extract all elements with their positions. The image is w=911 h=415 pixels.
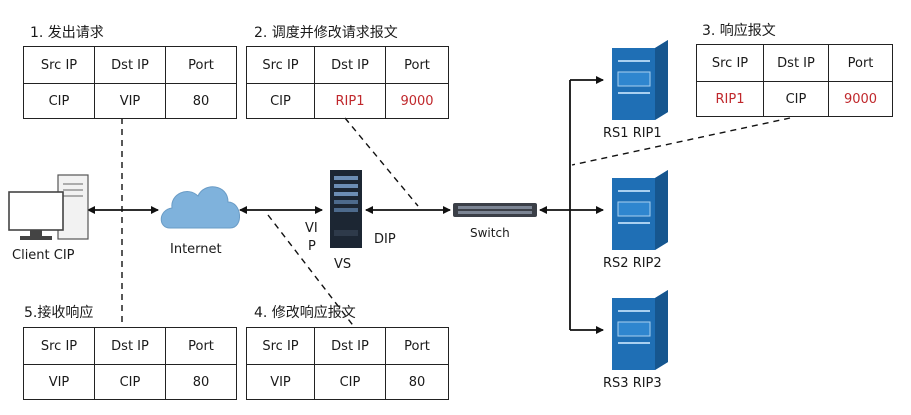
step2-caption: 2. 调度并修改请求报文: [254, 25, 398, 41]
cloud-icon: [160, 186, 240, 229]
header-dst-ip: Dst IP: [763, 44, 829, 82]
internet-label: Internet: [170, 242, 222, 257]
value-port: 80: [385, 364, 449, 400]
value-dst-ip: RIP1: [314, 83, 386, 119]
header-src-ip: Src IP: [23, 46, 95, 84]
value-port: 9000: [828, 81, 893, 117]
value-port: 9000: [385, 83, 449, 119]
step3-caption: 3. 响应报文: [702, 23, 776, 39]
load-balancer-icon: [330, 170, 362, 248]
header-port: Port: [165, 327, 237, 365]
step4-caption: 4. 修改响应报文: [254, 305, 356, 321]
header-src-ip: Src IP: [696, 44, 764, 82]
vip-label-line1: VI: [305, 221, 318, 236]
rs3-label: RS3 RIP3: [603, 376, 662, 391]
leader-step4: [267, 214, 356, 329]
computer-icon: [8, 174, 89, 240]
value-port: 80: [165, 83, 237, 119]
value-src-ip: CIP: [246, 83, 315, 119]
server-icon-rs1: [612, 40, 668, 120]
value-port: 80: [165, 364, 237, 400]
header-src-ip: Src IP: [23, 327, 95, 365]
step4-packet-table: Src IP Dst IP Port VIP CIP 80: [246, 327, 449, 400]
header-src-ip: Src IP: [246, 46, 315, 84]
header-dst-ip: Dst IP: [94, 327, 166, 365]
client-label: Client CIP: [12, 248, 75, 263]
value-dst-ip: CIP: [763, 81, 829, 117]
header-dst-ip: Dst IP: [94, 46, 166, 84]
value-src-ip: CIP: [23, 83, 95, 119]
header-port: Port: [385, 327, 449, 365]
value-dst-ip: CIP: [94, 364, 166, 400]
leader-step2: [344, 117, 419, 207]
dip-label: DIP: [374, 232, 396, 247]
step1-caption: 1. 发出请求: [30, 25, 104, 41]
value-src-ip: VIP: [23, 364, 95, 400]
value-src-ip: RIP1: [696, 81, 764, 117]
vs-label: VS: [334, 257, 352, 272]
step1-packet-table: Src IP Dst IP Port CIP VIP 80: [23, 46, 237, 119]
header-port: Port: [385, 46, 449, 84]
step5-packet-table: Src IP Dst IP Port VIP CIP 80: [23, 327, 237, 400]
step3-packet-table: Src IP Dst IP Port RIP1 CIP 9000: [696, 44, 893, 117]
server-icon-rs2: [612, 170, 668, 250]
value-dst-ip: CIP: [314, 364, 386, 400]
vip-label-line2: P: [308, 239, 316, 254]
step5-caption: 5.接收响应: [24, 305, 94, 321]
step2-packet-table: Src IP Dst IP Port CIP RIP1 9000: [246, 46, 449, 119]
header-port: Port: [165, 46, 237, 84]
leader-step3: [571, 117, 791, 166]
header-dst-ip: Dst IP: [314, 327, 386, 365]
switch-icon: [453, 203, 537, 217]
rs2-label: RS2 RIP2: [603, 256, 662, 271]
value-src-ip: VIP: [246, 364, 315, 400]
header-src-ip: Src IP: [246, 327, 315, 365]
header-port: Port: [828, 44, 893, 82]
rs1-label: RS1 RIP1: [603, 126, 662, 141]
value-dst-ip: VIP: [94, 83, 166, 119]
switch-label: Switch: [470, 226, 510, 240]
server-icon-rs3: [612, 290, 668, 370]
header-dst-ip: Dst IP: [314, 46, 386, 84]
